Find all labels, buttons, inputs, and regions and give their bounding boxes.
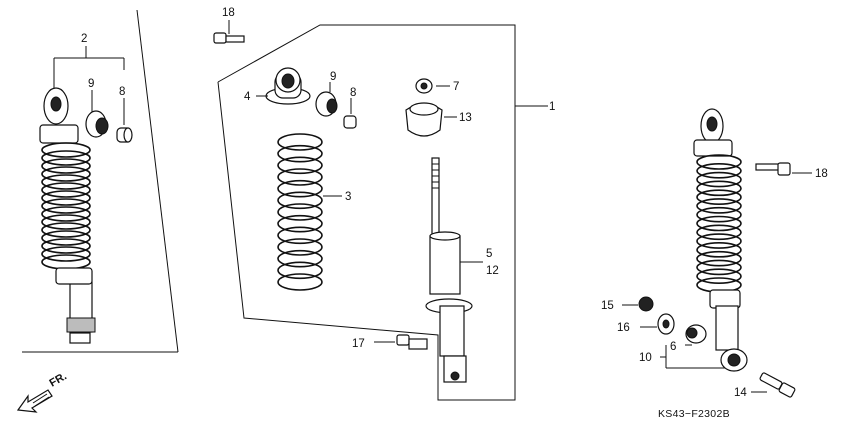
spring-3-coil bbox=[277, 179, 323, 198]
front-direction-indicator: FR. bbox=[16, 370, 69, 413]
right-spring-coil bbox=[696, 259, 742, 276]
callout-18-right: 18 bbox=[815, 168, 828, 180]
spring-3-coil bbox=[277, 144, 323, 163]
callout-16: 16 bbox=[617, 322, 630, 334]
left-spring-coil bbox=[41, 230, 91, 246]
callout-9-center: 9 bbox=[330, 71, 336, 83]
right-spring-coil bbox=[696, 268, 742, 285]
left-collar-8 bbox=[116, 127, 133, 143]
collar-8-center: 8 bbox=[343, 87, 357, 129]
left-spring-coil bbox=[41, 254, 91, 270]
front-label: FR. bbox=[48, 370, 69, 389]
left-spring-coil bbox=[41, 142, 91, 158]
left-spring-coil bbox=[41, 174, 91, 190]
left-panel bbox=[22, 9, 179, 353]
left-spring-coil bbox=[41, 150, 91, 166]
spring-3-coil bbox=[277, 214, 323, 233]
callout-8-center: 8 bbox=[350, 87, 356, 99]
spring-3-coil bbox=[277, 133, 323, 151]
left-spring-coil bbox=[41, 206, 91, 222]
right-spring bbox=[696, 154, 742, 293]
left-spring-coil bbox=[41, 182, 91, 198]
spring-3-coil bbox=[277, 261, 323, 280]
callout-8-left: 8 bbox=[119, 86, 125, 98]
right-spring-coil bbox=[696, 242, 742, 258]
right-spring-coil bbox=[696, 224, 742, 241]
spring-3 bbox=[277, 133, 323, 291]
bushing-6 bbox=[685, 324, 707, 344]
spring-3-coil bbox=[277, 238, 323, 256]
bolt-18-right: 18 bbox=[755, 162, 828, 180]
callout-3: 3 bbox=[345, 191, 351, 203]
left-spring-coil bbox=[41, 246, 91, 262]
right-shock-absorber bbox=[693, 108, 748, 372]
callout-15: 15 bbox=[601, 300, 614, 312]
left-spring-coil bbox=[41, 166, 91, 182]
right-spring-coil bbox=[696, 171, 742, 188]
bushing-9-center: 9 bbox=[315, 71, 338, 117]
callout-17: 17 bbox=[352, 338, 365, 350]
right-spring-coil bbox=[696, 233, 742, 249]
callout-1: 1 bbox=[549, 101, 555, 113]
front-arrow-icon bbox=[16, 389, 53, 413]
callout-14: 14 bbox=[734, 387, 747, 399]
callout-4: 4 bbox=[244, 91, 251, 103]
spring-3-coil bbox=[277, 273, 323, 291]
callout-12: 12 bbox=[486, 265, 499, 277]
cap-15: 15 bbox=[601, 296, 654, 312]
left-spring-coil bbox=[41, 190, 91, 206]
spring-3-coil bbox=[277, 191, 323, 210]
right-spring-coil bbox=[696, 215, 742, 232]
callout-9-left: 9 bbox=[88, 78, 94, 90]
callout-7: 7 bbox=[453, 81, 459, 93]
left-spring-coil bbox=[41, 214, 91, 230]
right-spring-coil bbox=[696, 154, 742, 170]
callout-10: 10 bbox=[639, 352, 652, 364]
left-spring-coil bbox=[41, 238, 91, 254]
callout-2: 2 bbox=[81, 33, 87, 45]
assembly-frame: 1 bbox=[217, 24, 555, 401]
left-spring-coil bbox=[41, 158, 91, 174]
left-spring-coil bbox=[41, 222, 91, 238]
diagram-code: KS43−F2302B bbox=[658, 408, 730, 420]
callout-group-2: 2 9 8 bbox=[53, 33, 125, 125]
spring-3-coil bbox=[277, 168, 323, 186]
nut-7: 7 bbox=[415, 78, 459, 94]
callout-5: 5 bbox=[486, 248, 492, 260]
right-spring-coil bbox=[696, 189, 742, 205]
spring-3-coil bbox=[277, 249, 323, 268]
cushion-4: 4 bbox=[244, 67, 311, 105]
callout-18-top: 18 bbox=[222, 7, 235, 19]
bolt-14: 14 bbox=[734, 372, 796, 399]
bolt-17: 17 bbox=[352, 334, 428, 350]
spring-3-coil bbox=[277, 203, 323, 221]
right-spring-coil bbox=[696, 206, 742, 223]
spring-3-coil bbox=[277, 156, 323, 175]
callout-6: 6 bbox=[670, 341, 676, 353]
left-shock-absorber bbox=[39, 87, 96, 344]
callout-group-10: 6 10 bbox=[639, 341, 725, 369]
washer-16: 16 bbox=[617, 313, 675, 335]
spring-3-coil bbox=[277, 226, 323, 245]
right-spring-coil bbox=[696, 250, 742, 267]
right-spring-coil bbox=[696, 180, 742, 197]
callout-13: 13 bbox=[459, 112, 472, 124]
left-spring bbox=[41, 142, 91, 270]
left-spring-coil bbox=[41, 198, 91, 214]
left-bushing-9 bbox=[85, 110, 109, 138]
damper-body-5-12: 5 12 bbox=[425, 157, 499, 383]
right-spring-coil bbox=[696, 162, 742, 179]
bump-stop-13: 13 bbox=[405, 102, 472, 137]
right-spring-coil bbox=[696, 198, 742, 214]
bolt-18-top: 18 bbox=[213, 7, 245, 44]
